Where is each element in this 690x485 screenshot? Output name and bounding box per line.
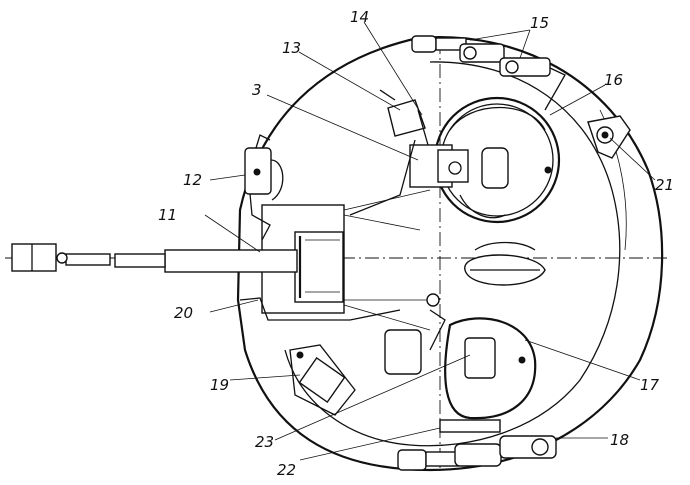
cupola-hatch-arc xyxy=(449,106,546,131)
cupola-periscope xyxy=(481,147,509,189)
label-14: 14 xyxy=(350,8,369,26)
hatch-17-bolt xyxy=(518,356,526,364)
label-22: 22 xyxy=(277,461,296,479)
gunner-sight-lens xyxy=(448,161,462,175)
label-11: 11 xyxy=(158,206,177,224)
label-3: 3 xyxy=(252,81,262,99)
item-19-box xyxy=(289,344,356,416)
cupola-bolt xyxy=(544,166,552,174)
item-21-bracket xyxy=(587,115,631,159)
label-16: 16 xyxy=(604,71,623,89)
fitting-14 xyxy=(417,109,429,146)
periscope-13 xyxy=(387,99,426,137)
label-18: 18 xyxy=(610,431,629,449)
sight-bracket xyxy=(249,193,271,241)
periscope-mount xyxy=(379,89,396,101)
smoke-launchers-bottom xyxy=(397,419,557,471)
label-17: 17 xyxy=(640,376,660,394)
loader-hatch-handle xyxy=(464,241,546,286)
upper-rail xyxy=(349,139,416,216)
cupola-handle xyxy=(459,194,506,219)
sight-cable xyxy=(255,134,284,201)
label-15: 15 xyxy=(530,14,549,32)
label-23: 23 xyxy=(255,433,274,451)
loader-hatch-17 xyxy=(444,317,537,420)
rear-fitting xyxy=(426,293,440,307)
smoke-launchers-top xyxy=(411,35,566,111)
gun-barrel-tube xyxy=(114,253,166,268)
muzzle-brake xyxy=(11,243,57,272)
gun-barrel-tip xyxy=(65,253,111,266)
label-13: 13 xyxy=(282,39,301,57)
rear-periscope xyxy=(384,329,422,375)
mantlet-lower-edge xyxy=(239,297,401,321)
turret-inner-ring xyxy=(284,61,621,447)
mantlet-ray-2 xyxy=(343,214,421,231)
label-21: 21 xyxy=(655,176,674,194)
hatch-17-periscope xyxy=(464,337,496,379)
rear-handle xyxy=(429,309,446,351)
mantlet-ray-4 xyxy=(343,304,431,331)
barrel-ring xyxy=(56,252,68,264)
label-12: 12 xyxy=(183,171,202,189)
gun-barrel xyxy=(164,249,298,273)
sight-knob xyxy=(253,168,261,176)
gunner-sight-body xyxy=(437,149,469,183)
label-20: 20 xyxy=(174,304,193,322)
leader-lines xyxy=(204,21,656,461)
mantlet-inner-block xyxy=(294,231,344,303)
label-19: 19 xyxy=(210,376,229,394)
